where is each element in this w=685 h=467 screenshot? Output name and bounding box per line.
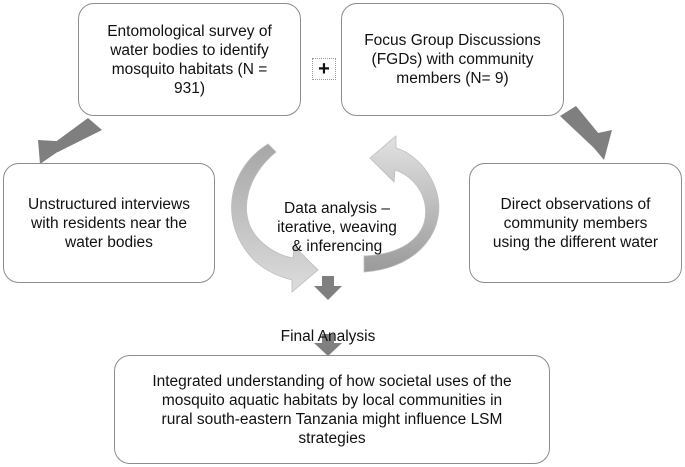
observations-box: Direct observations of community members… — [469, 163, 682, 283]
analysis-cycle-arrows — [231, 135, 440, 293]
observations-text: Direct observations of community members… — [492, 195, 659, 251]
arrow-down-to-final — [314, 276, 342, 300]
interviews-box: Unstructured interviews with residents n… — [3, 163, 215, 283]
plus-connector: + — [312, 58, 336, 80]
integrated-understanding-box: Integrated understanding of how societal… — [114, 355, 550, 464]
entomological-survey-text: Entomological survey of water bodies to … — [107, 22, 272, 97]
arrow-down-to-integrated — [314, 334, 342, 356]
entomological-survey-box: Entomological survey of water bodies to … — [78, 3, 301, 116]
data-analysis-text: Data analysis – iterative, weaving & inf… — [277, 200, 397, 255]
arrow-fgd-to-observations — [560, 106, 612, 160]
final-analysis-text: Final Analysis — [280, 328, 376, 345]
focus-group-text: Focus Group Discussions (FGDs) with comm… — [364, 32, 541, 87]
focus-group-box: Focus Group Discussions (FGDs) with comm… — [341, 3, 564, 116]
data-analysis-label: Data analysis – iterative, weaving & inf… — [262, 180, 412, 256]
arrow-survey-to-interviews — [38, 118, 102, 164]
final-analysis-label: Final Analysis — [258, 308, 398, 346]
interviews-text: Unstructured interviews with residents n… — [28, 195, 190, 251]
integrated-understanding-text: Integrated understanding of how societal… — [152, 372, 512, 447]
plus-icon: + — [318, 58, 330, 80]
